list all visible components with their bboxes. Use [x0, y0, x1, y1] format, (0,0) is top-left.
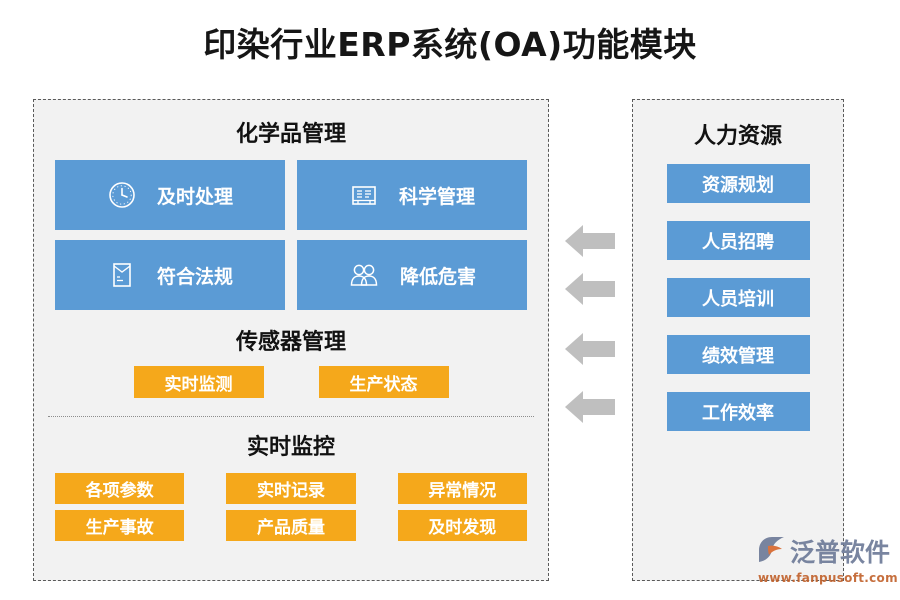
sensor-button-row: 实时监测 生产状态	[34, 366, 548, 398]
watermark-url: www.fanpusoft.com	[758, 571, 898, 585]
feature-card-timely-handling[interactable]: 及时处理	[55, 160, 285, 230]
chemical-card-grid: 及时处理	[34, 160, 548, 310]
monitor-button-timely-discovery[interactable]: 及时发现	[397, 510, 527, 541]
monitor-section: 实时监控 各项参数 实时记录 异常情况 生产事故 产品质量 及时发现	[34, 417, 548, 541]
left-panel: 化学品管理 及时处理	[33, 99, 549, 581]
monitor-button-production-accident[interactable]: 生产事故	[55, 510, 185, 541]
feature-card-label: 降低危害	[399, 265, 476, 288]
feature-card-reduce-hazard[interactable]: 降低危害	[297, 240, 527, 310]
sensor-button-realtime-monitoring[interactable]: 实时监测	[133, 366, 264, 398]
monitor-section-title: 实时监控	[246, 435, 335, 460]
hr-button-work-efficiency[interactable]: 工作效率	[666, 392, 810, 431]
monitor-button-parameters[interactable]: 各项参数	[55, 473, 185, 504]
users-icon	[348, 260, 380, 290]
chemical-section-title: 化学品管理	[235, 122, 346, 147]
feature-card-label: 符合法规	[156, 265, 233, 288]
hr-button-performance-management[interactable]: 绩效管理	[666, 335, 810, 374]
flow-arrow-left-4	[563, 390, 615, 424]
monitor-button-grid: 各项参数 实时记录 异常情况 生产事故 产品质量 及时发现	[34, 473, 548, 541]
watermark-brand: 泛普软件	[790, 537, 891, 567]
document-list-icon	[349, 180, 379, 210]
chemical-section: 化学品管理 及时处理	[34, 100, 548, 310]
flow-arrow-left-2	[563, 272, 615, 306]
section-divider	[48, 416, 534, 417]
monitor-button-abnormal-situation[interactable]: 异常情况	[397, 473, 527, 504]
feature-card-label: 及时处理	[156, 185, 233, 208]
monitor-button-product-quality[interactable]: 产品质量	[226, 510, 356, 541]
sensor-button-production-status[interactable]: 生产状态	[318, 366, 449, 398]
hr-button-resource-planning[interactable]: 资源规划	[666, 164, 810, 203]
hr-button-list: 资源规划 人员招聘 人员培训 绩效管理 工作效率	[633, 164, 843, 431]
watermark: 泛普软件 www.fanpusoft.com	[756, 536, 898, 588]
clock-icon	[107, 180, 137, 210]
fanpu-logo-icon	[756, 536, 786, 568]
envelope-document-icon	[107, 260, 137, 290]
hr-button-training[interactable]: 人员培训	[666, 278, 810, 317]
right-panel: 人力资源 资源规划 人员招聘 人员培训 绩效管理 工作效率	[632, 99, 844, 581]
sensor-section-title: 传感器管理	[235, 330, 346, 355]
feature-card-scientific-management[interactable]: 科学管理	[297, 160, 527, 230]
flow-arrow-left-3	[563, 332, 615, 366]
flow-arrow-left-1	[563, 224, 615, 258]
hr-button-recruitment[interactable]: 人员招聘	[666, 221, 810, 260]
sensor-section: 传感器管理 实时监测 生产状态	[34, 310, 548, 398]
hr-section-title: 人力资源	[693, 124, 782, 149]
monitor-button-realtime-record[interactable]: 实时记录	[226, 473, 356, 504]
feature-card-regulatory-compliance[interactable]: 符合法规	[55, 240, 285, 310]
feature-card-label: 科学管理	[398, 185, 475, 208]
page-title: 印染行业ERP系统(OA)功能模块	[203, 25, 697, 64]
